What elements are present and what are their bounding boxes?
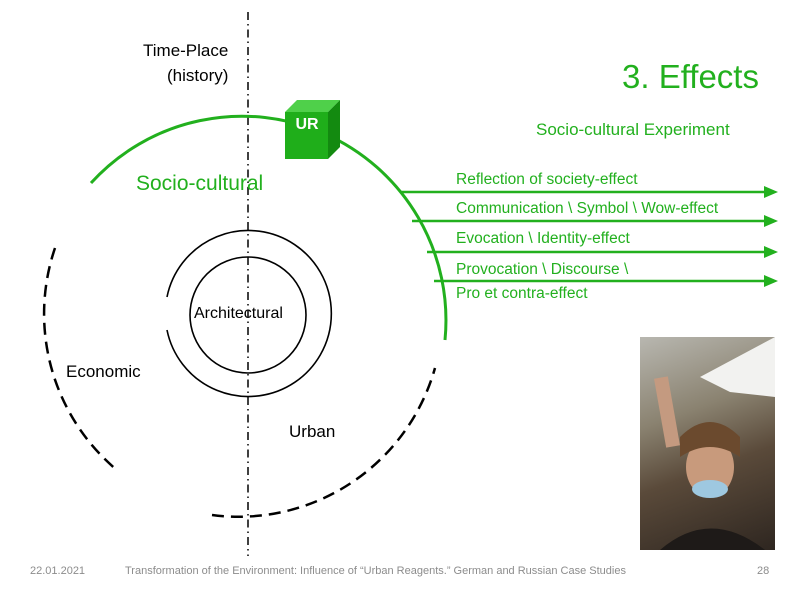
- arrowhead: [764, 275, 778, 287]
- footer-date: 22.01.2021: [30, 565, 86, 577]
- urban-arc: [211, 367, 437, 518]
- arrowhead: [764, 246, 778, 258]
- slide-subtitle: Socio-cultural Experiment: [536, 120, 730, 139]
- effect-label: Provocation \ Discourse \: [456, 261, 629, 278]
- page-number: 28: [757, 565, 770, 577]
- economic-arc: [42, 247, 119, 472]
- cube-label: UR: [295, 116, 319, 133]
- socio-cultural-label: Socio-cultural: [136, 172, 264, 195]
- ur-cube: [285, 100, 340, 159]
- urban-label: Urban: [289, 422, 336, 441]
- effect-label: Evocation \ Identity-effect: [456, 230, 630, 247]
- time-place-label: Time-Place: [143, 41, 229, 60]
- effect-label: Communication \ Symbol \ Wow-effect: [456, 200, 719, 217]
- slide-title: 3. Effects: [622, 58, 759, 95]
- arrowhead: [764, 215, 778, 227]
- effect-label: Reflection of society-effect: [456, 171, 638, 188]
- history-label: (history): [167, 66, 229, 85]
- architectural-circle: [189, 256, 307, 374]
- outer-black-ring: [166, 229, 333, 398]
- footer-text: Transformation of the Environment: Influ…: [125, 565, 626, 577]
- economic-label: Economic: [66, 362, 141, 381]
- architectural-label: Architectural: [194, 305, 283, 322]
- effect-label: Pro et contra-effect: [456, 285, 588, 302]
- protest-photo: [640, 337, 775, 550]
- arrowhead: [764, 186, 778, 198]
